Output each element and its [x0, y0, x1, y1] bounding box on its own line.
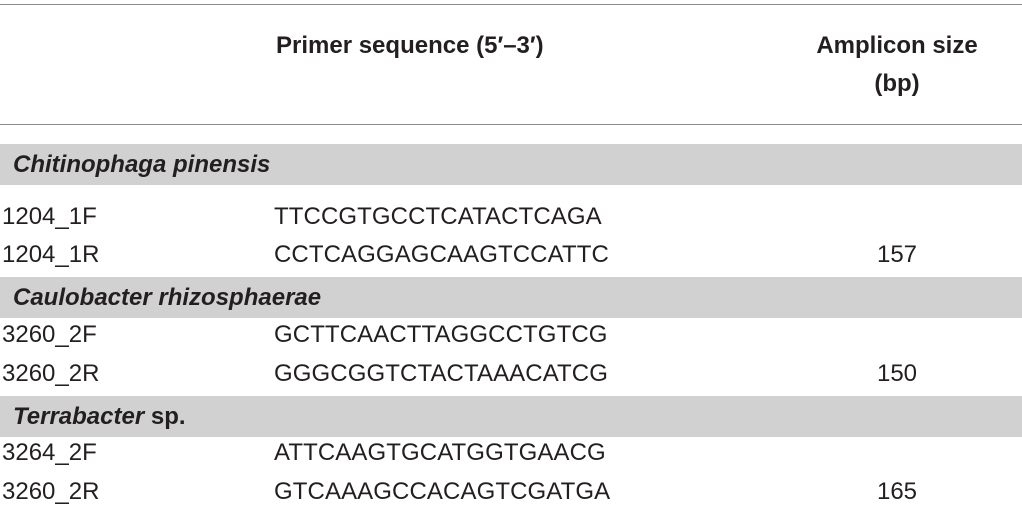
header-amplicon-line1: Amplicon size — [816, 32, 978, 59]
species-italic: Terrabacter — [13, 403, 145, 430]
amplicon-size: 157 — [876, 241, 918, 268]
table-row: 1204_1R CCTCAGGAGCAAGTCCATTC 157 — [0, 236, 1022, 274]
table-row: 3264_2F ATTCAAGTGCATGGTGAACG — [0, 434, 1022, 472]
species-name: Caulobacter rhizosphaerae — [13, 277, 321, 318]
species-italic: Caulobacter rhizosphaerae — [13, 284, 322, 311]
primer-sequence: TTCCGTGCCTCATACTCAGA — [274, 203, 602, 230]
amplicon-size: 150 — [876, 360, 918, 387]
species-name: Chitinophaga pinensis — [13, 144, 270, 185]
species-band: Terrabacter sp. — [0, 396, 1022, 437]
table-row: 3260_2R GGGCGGTCTACTAAACATCG 150 — [0, 355, 1022, 393]
table-top-rule — [0, 4, 1022, 5]
primer-id: 3260_2R — [2, 478, 100, 505]
primer-id: 3264_2F — [2, 439, 97, 466]
primer-sequence: GTCAAAGCCACAGTCGATGA — [274, 478, 611, 505]
primer-sequence: ATTCAAGTGCATGGTGAACG — [274, 439, 606, 466]
species-band: Chitinophaga pinensis — [0, 144, 1022, 185]
header-primer-sequence: Primer sequence (5′–3′) — [276, 32, 544, 59]
primer-sequence: CCTCAGGAGCAAGTCCATTC — [274, 241, 609, 268]
species-name: Terrabacter sp. — [13, 396, 186, 437]
table-row: 3260_2F GCTTCAACTTAGGCCTGTCG — [0, 316, 1022, 354]
primer-id: 1204_1R — [2, 241, 100, 268]
primer-id: 3260_2R — [2, 360, 100, 387]
header-amplicon-size: Amplicon size (bp) — [790, 27, 1004, 103]
table-row: 1204_1F TTCCGTGCCTCATACTCAGA — [0, 198, 1022, 236]
primer-sequence: GGGCGGTCTACTAAACATCG — [274, 360, 609, 387]
header-amplicon-line2: (bp) — [874, 70, 920, 97]
species-italic: Chitinophaga pinensis — [13, 151, 271, 178]
species-suffix: sp. — [144, 403, 186, 430]
primer-id: 3260_2F — [2, 321, 97, 348]
species-band: Caulobacter rhizosphaerae — [0, 277, 1022, 318]
amplicon-size: 165 — [876, 478, 918, 505]
header-bottom-rule — [0, 124, 1022, 125]
primer-sequence: GCTTCAACTTAGGCCTGTCG — [274, 321, 608, 348]
table-row: 3260_2R GTCAAAGCCACAGTCGATGA 165 — [0, 473, 1022, 511]
primer-id: 1204_1F — [2, 203, 97, 230]
